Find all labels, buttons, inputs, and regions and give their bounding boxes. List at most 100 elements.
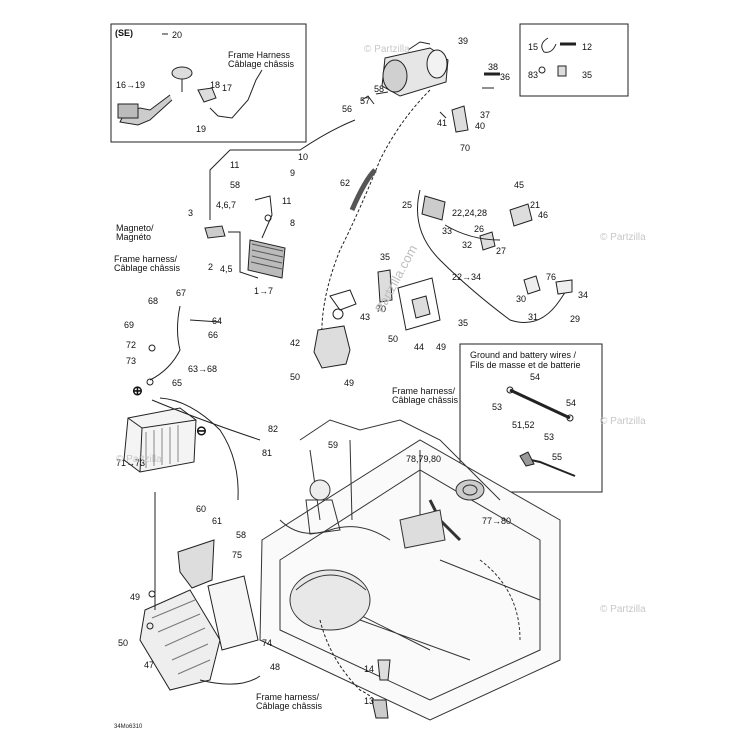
frame-harness-mid-fr: Câblage châssis bbox=[392, 395, 459, 405]
relay-bracket bbox=[377, 269, 441, 331]
part-29: 29 bbox=[570, 314, 581, 324]
part-53a: 53 bbox=[492, 402, 503, 412]
part-67: 67 bbox=[176, 288, 187, 298]
part-77-80: 77→80 bbox=[482, 516, 512, 526]
part-60: 60 bbox=[196, 504, 207, 514]
fuel-level-sender bbox=[117, 66, 263, 126]
battery-strap bbox=[177, 539, 215, 589]
part-8: 8 bbox=[290, 218, 296, 228]
part-37: 37 bbox=[480, 110, 491, 120]
part-75: 75 bbox=[232, 550, 243, 560]
part-30: 30 bbox=[516, 294, 527, 304]
watermark-top: © Partzilla bbox=[364, 44, 410, 55]
watermark-right: © Partzilla bbox=[600, 232, 646, 243]
part-35b: 35 bbox=[380, 252, 391, 262]
ground-box-title-fr: Fils de masse et de batterie bbox=[470, 360, 581, 370]
part-38: 38 bbox=[488, 62, 499, 72]
part-78-79-80: 78,79,80 bbox=[406, 454, 442, 464]
se-frame-harness-en: Frame Harness bbox=[228, 50, 291, 60]
starter-motor bbox=[381, 41, 449, 97]
fuse-relay-cluster bbox=[417, 189, 573, 323]
part-17: 17 bbox=[222, 83, 233, 93]
part-15: 15 bbox=[528, 42, 539, 52]
part-73: 73 bbox=[126, 356, 137, 366]
part-44: 44 bbox=[414, 342, 425, 352]
ground-box-title-en: Ground and battery wires / bbox=[470, 350, 577, 360]
part-71-73: 71→73 bbox=[116, 458, 146, 468]
part-49b: 49 bbox=[436, 342, 447, 352]
reference-code: 34Mo6310 bbox=[114, 724, 143, 730]
voltage-regulator bbox=[247, 195, 286, 279]
positive-terminal-symbol: ⊕ bbox=[132, 383, 143, 398]
part-58c: 58 bbox=[236, 530, 247, 540]
part-61: 61 bbox=[212, 516, 223, 526]
part-81: 81 bbox=[262, 448, 273, 458]
frame-harness-bottom-en: Frame harness/ bbox=[256, 692, 320, 702]
starter-cable bbox=[321, 89, 431, 341]
part-50b: 50 bbox=[388, 334, 399, 344]
part-12: 12 bbox=[582, 42, 593, 52]
part-10: 10 bbox=[298, 152, 309, 162]
part-65: 65 bbox=[172, 378, 183, 388]
se-frame-harness-fr: Câblage châssis bbox=[228, 59, 295, 69]
part-49c: 49 bbox=[130, 592, 141, 602]
part-27: 27 bbox=[496, 246, 507, 256]
part-45: 45 bbox=[514, 180, 525, 190]
part-51-52: 51,52 bbox=[512, 420, 535, 430]
part-4-5: 4,5 bbox=[220, 264, 233, 274]
part-62: 62 bbox=[340, 178, 351, 188]
part-53b: 53 bbox=[544, 432, 555, 442]
part-22-24-28: 22,24,28 bbox=[452, 208, 488, 218]
part-1-7: 1→7 bbox=[254, 286, 274, 296]
part-14: 14 bbox=[364, 664, 375, 674]
part-56: 56 bbox=[342, 104, 353, 114]
part-54b: 54 bbox=[566, 398, 577, 408]
part-58b: 58 bbox=[230, 180, 241, 190]
part-16-19: 16→19 bbox=[116, 80, 146, 90]
part-11b: 11 bbox=[282, 196, 292, 206]
battery bbox=[123, 407, 197, 473]
part-70: 70 bbox=[460, 143, 471, 153]
part-47: 47 bbox=[144, 660, 155, 670]
negative-terminal-symbol: ⊖ bbox=[196, 423, 207, 438]
fasteners-inset-box bbox=[519, 23, 629, 97]
battery-cover bbox=[207, 575, 259, 651]
watermark-right-2: © Partzilla bbox=[600, 416, 646, 427]
part-72: 72 bbox=[126, 340, 137, 350]
part-42: 42 bbox=[290, 338, 301, 348]
part-22-34: 22→34 bbox=[452, 272, 482, 282]
part-21: 21 bbox=[530, 200, 541, 210]
part-57: 57 bbox=[360, 96, 371, 106]
part-18: 18 bbox=[210, 80, 221, 90]
watermark-right-3: © Partzilla bbox=[600, 604, 646, 615]
part-70b: 70 bbox=[376, 304, 387, 314]
magneto-label-en: Magneto/ bbox=[116, 223, 154, 233]
part-64: 64 bbox=[212, 316, 223, 326]
part-59: 59 bbox=[328, 440, 339, 450]
part-39: 39 bbox=[458, 36, 469, 46]
part-50c: 50 bbox=[118, 638, 129, 648]
part-46: 46 bbox=[538, 210, 549, 220]
part-83: 83 bbox=[528, 70, 539, 80]
part-54a: 54 bbox=[530, 372, 541, 382]
part-50a: 50 bbox=[290, 372, 301, 382]
part-68: 68 bbox=[148, 296, 159, 306]
part-3: 3 bbox=[188, 208, 194, 218]
battery-tray bbox=[139, 589, 221, 691]
frame-harness-mid-en: Frame harness/ bbox=[392, 386, 456, 396]
part-31: 31 bbox=[528, 312, 539, 322]
part-26: 26 bbox=[474, 224, 485, 234]
part-33: 33 bbox=[442, 226, 453, 236]
magneto-label-fr: Magnéto bbox=[116, 232, 152, 242]
part-25: 25 bbox=[402, 200, 413, 210]
part-74: 74 bbox=[262, 638, 273, 648]
se-inset-box bbox=[110, 23, 307, 143]
part-35c: 35 bbox=[458, 318, 469, 328]
part-2: 2 bbox=[208, 262, 214, 272]
part-11a: 11 bbox=[230, 160, 240, 170]
starter-solenoid bbox=[313, 289, 357, 369]
watermark-left: © Partzilla bbox=[116, 454, 162, 465]
part-34: 34 bbox=[578, 290, 589, 300]
part-66: 66 bbox=[208, 330, 219, 340]
